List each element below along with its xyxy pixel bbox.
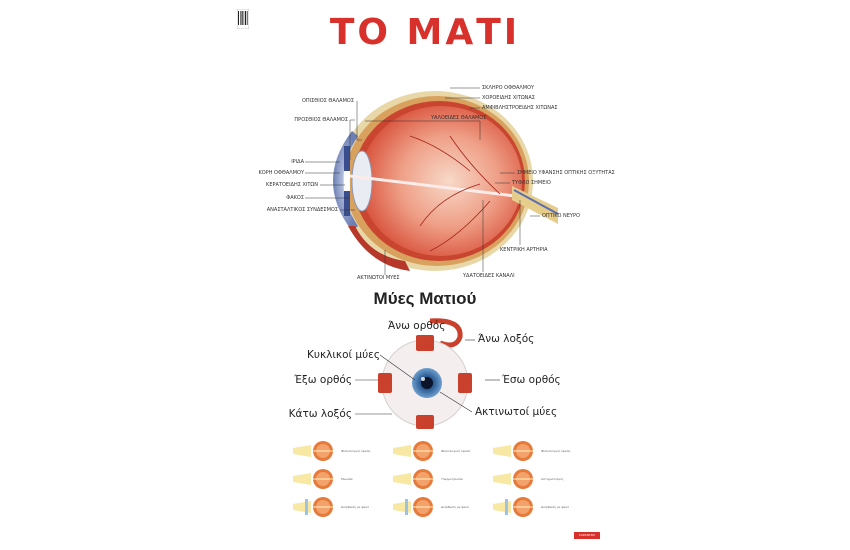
vision-thumbnail-4	[393, 441, 433, 461]
vision-thumbnail-1	[293, 441, 333, 461]
label-optiko-neyro: ΟΠΤΙΚΟ ΝΕΥΡΟ	[542, 213, 580, 219]
vision-caption-3: Διόρθωση με φακό	[341, 505, 369, 509]
vision-caption-9: Διόρθωση με φακό	[541, 505, 569, 509]
vision-caption-2: Μυωπία	[341, 477, 353, 481]
vision-caption-6: Διόρθωση με φακό	[441, 505, 469, 509]
label-ydatoeidis: ΥΔΑΤΟΕΙΔΕΣ ΚΑΝΑΛΙ	[463, 273, 515, 279]
vision-thumbnail-3	[293, 497, 333, 517]
vision-thumbnail-5	[393, 469, 433, 489]
section-title-muscles: Μύες Ματιού	[373, 289, 477, 308]
label-prosthios-thalamos: ΠΡΟΣΘΙΟΣ ΘΑΛΑΜΟΣ	[294, 117, 348, 123]
poster-title: ΤΟ ΜΑΤΙ	[329, 12, 521, 53]
vision-caption-5: Υπερμετρωπία	[441, 477, 463, 481]
vision-thumbnail-8	[493, 469, 533, 489]
vision-thumbnail-6	[393, 497, 433, 517]
label-kentriki-artiria: ΚΕΝΤΡΙΚΗ ΑΡΤΗΡΙΑ	[500, 247, 548, 253]
vision-caption-8: Αστιγματισμός	[541, 477, 564, 481]
vision-thumbnail-2	[293, 469, 333, 489]
label-xoroeidis: ΧΟΡΟΕΙΔΗΣ ΧΙΤΩΝΑΣ	[482, 95, 535, 101]
label-ekso-orthos: Έξω ορθός	[294, 374, 352, 386]
label-tyflo: ΤΥΦΛΟ ΣΗΜΕΙΟ	[512, 180, 551, 186]
label-yaloeidis: ΥΑΛΟΕΙΔΕΣ ΘΑΛΑΜΟΣ	[431, 115, 487, 121]
label-iris: ΙΡΙΔΑ	[291, 159, 304, 165]
label-kyklikoi: Κυκλικοί μύες	[306, 349, 380, 361]
vision-caption-4: Φυσιολογική όραση	[441, 449, 471, 453]
label-opisthios-thalamos: ΟΠΙΣΘΙΟΣ ΘΑΛΑΜΟΣ	[301, 98, 354, 104]
label-aktinotoi-muscles: Ακτινωτοί μύες	[475, 406, 558, 418]
label-sklhros: ΣΚΛΗΡΟ ΟΦΘΑΛΜΟΥ	[482, 85, 535, 91]
label-amfiblistroeidis: ΑΜΦΙΒΛΗΣΤΡΟΕΙΔΗΣ ΧΙΤΩΝΑΣ	[482, 105, 558, 111]
vision-thumbnail-9	[493, 497, 533, 517]
label-fakos: ΦΑΚΟΣ	[286, 195, 304, 201]
label-simeio-ofthalmikis: ΣΗΜΕΙΟ ΥΦΑΝΣΗΣ ΟΠΤΙΚΗΣ ΟΞΥΤΗΤΑΣ	[517, 170, 615, 176]
label-keratoeidis: ΚΕΡΑΤΟΕΙΔΗΣ ΧΙΤΩΝ	[266, 182, 318, 188]
label-kato-loksos: Κάτω λοξός	[288, 408, 352, 420]
label-ano-loksos: Άνω λοξός	[478, 333, 535, 345]
label-kori: ΚΟΡΗ ΟΦΘΑΛΜΟΥ	[258, 170, 304, 176]
label-ano-orthos: Άνω ορθός	[388, 320, 446, 332]
label-eso-orthos: Έσω ορθός	[502, 374, 561, 386]
vision-caption-7: Φυσιολογική όραση	[541, 449, 571, 453]
vision-caption-1: Φυσιολογική όραση	[341, 449, 371, 453]
label-anastaltikos: ΑΝΑΣΤΑΛΤΙΚΟΣ ΣΥΝΔΕΣΜΟΣ	[266, 207, 338, 213]
label-aktinotoi: ΑΚΤΙΝΩΤΟΙ ΜΥΕΣ	[357, 275, 400, 281]
vision-thumbnail-7	[493, 441, 533, 461]
eye-muscles-diagram	[378, 318, 472, 429]
publisher-logo: ΣΑΡΑΝΤΟΣ	[574, 532, 600, 539]
